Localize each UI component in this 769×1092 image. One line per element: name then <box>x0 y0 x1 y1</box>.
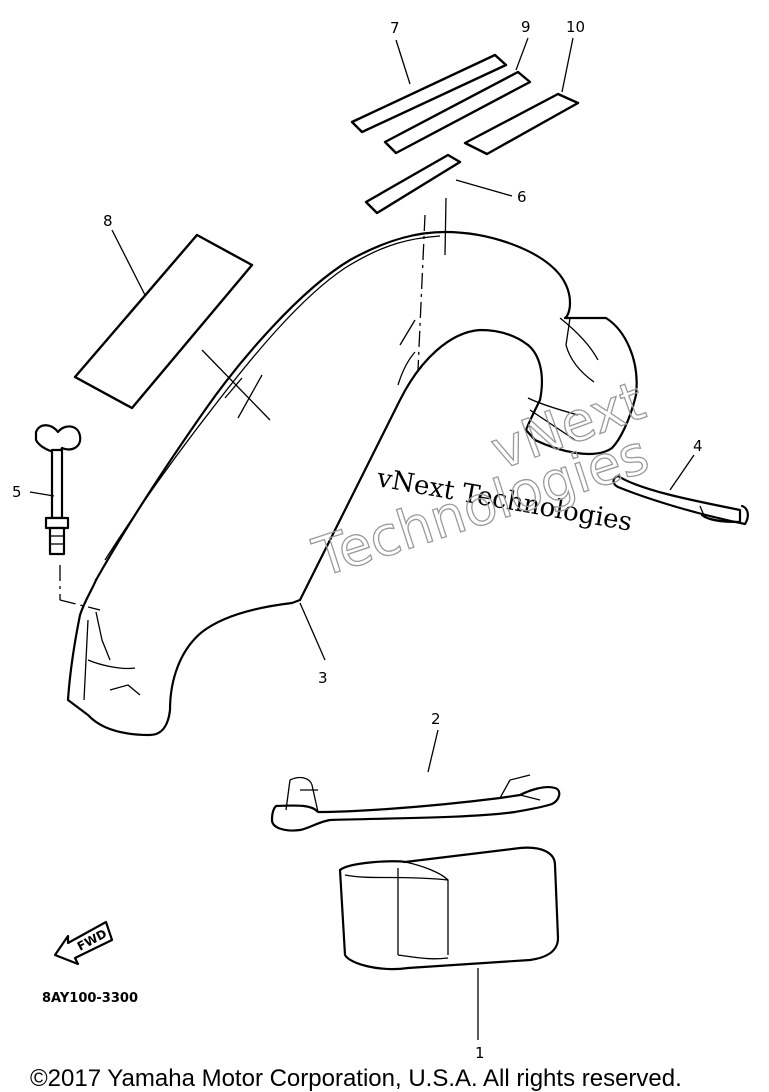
fwd-arrow-icon: FWD <box>53 920 114 966</box>
decal-6 <box>364 153 462 215</box>
battery <box>338 846 560 971</box>
drawing-code: 8AY100-3300 <box>42 991 138 1006</box>
decal-10 <box>463 92 580 156</box>
decal-7 <box>350 53 508 134</box>
wire-clip <box>612 474 749 526</box>
decal-8 <box>73 233 254 410</box>
part-label-1: 1 <box>475 1044 485 1062</box>
battery-strap <box>270 774 561 832</box>
part-label-5: 5 <box>12 483 22 501</box>
part-label-9: 9 <box>521 18 531 36</box>
part-label-6: 6 <box>517 188 527 206</box>
decal-9 <box>383 70 532 155</box>
part-label-10: 10 <box>566 18 585 36</box>
fender <box>66 230 638 737</box>
part-label-4: 4 <box>693 437 703 455</box>
part-label-2: 2 <box>431 710 441 728</box>
part-label-3: 3 <box>318 669 328 687</box>
part-label-7: 7 <box>390 19 400 37</box>
copyright-notice: ©2017 Yamaha Motor Corporation, U.S.A. A… <box>30 1065 682 1092</box>
wing-bolt <box>34 424 82 556</box>
part-label-8: 8 <box>103 212 113 230</box>
